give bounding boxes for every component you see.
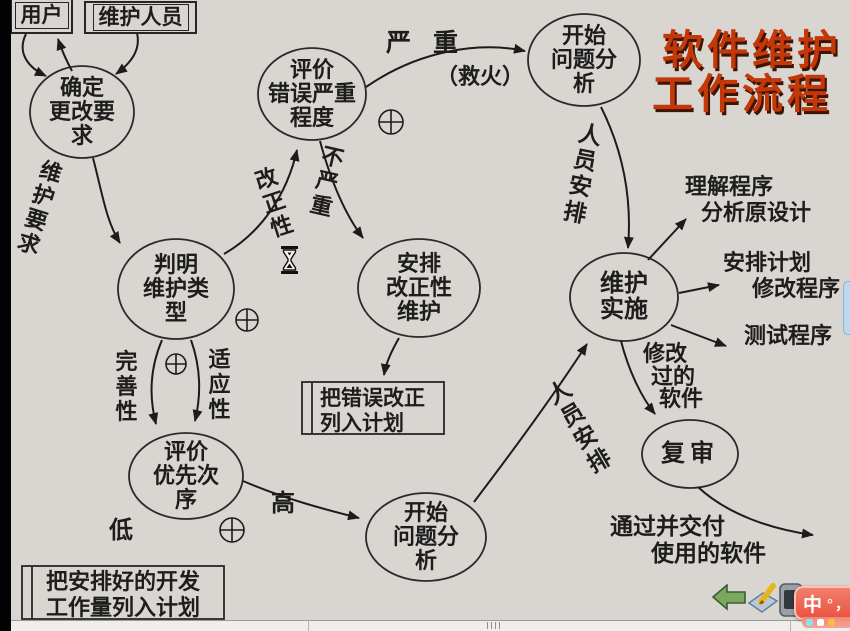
- node-determine-type: 判明 维护类 型: [142, 251, 209, 326]
- card-error-plan: 把错误改正 列入计划: [320, 386, 425, 436]
- edge-label-adaptive: 适应性: [208, 347, 231, 423]
- edge-label-firefight: （救火）: [436, 64, 525, 89]
- node-determine-change: 确定 更改要 求: [48, 74, 115, 149]
- edge-label-not-severe: 不严重: [307, 142, 347, 221]
- slide-title-line1: 软件维护: [662, 27, 842, 73]
- label-modified-sw-line3: 软件: [659, 386, 704, 411]
- status-bar-separator: [790, 620, 791, 631]
- edge-label-perfective: 完善性: [115, 349, 138, 425]
- actor-box-maintainer: 维护人员: [84, 1, 197, 34]
- node-evaluate-severity: 评价 错误严重 程度: [267, 56, 356, 131]
- edge-label-staffing-bottom: 人员安排: [543, 376, 616, 478]
- outcome-understand-line2: 分析原设计: [701, 200, 812, 225]
- status-bar-separator: [308, 620, 309, 631]
- edge-label-severe: 严重: [386, 30, 481, 57]
- actor-maintainer-label: 维护人员: [92, 4, 189, 31]
- node-evaluate-priority: 评价 优先次 序: [152, 438, 219, 513]
- hourglass-cursor-icon: [281, 246, 298, 274]
- outcome-test: 测试程序: [744, 323, 833, 348]
- label-deliver-line1: 通过并交付: [610, 514, 725, 539]
- ime-tool-dot[interactable]: [806, 619, 813, 626]
- edge-label-maintenance-request: 维护要求: [14, 156, 65, 260]
- edge-label-low: 低: [109, 518, 133, 544]
- outcome-plan-line2: 修改程序: [752, 276, 841, 301]
- node-review: 复审: [661, 440, 719, 467]
- node-start-analysis-top: 开始 问题分 析: [550, 22, 617, 97]
- left-black-border: [0, 0, 11, 631]
- outcome-plan-line1: 安排计划: [723, 250, 812, 275]
- resize-grip[interactable]: [487, 622, 501, 629]
- ime-mode-indicator[interactable]: 中: [803, 594, 823, 616]
- card-dev-plan: 把安排好的开发 工作量列入计划: [46, 569, 201, 621]
- back-arrow-icon[interactable]: [711, 583, 748, 618]
- side-tool-handle[interactable]: [843, 281, 850, 335]
- node-implement: 维护 实施: [600, 270, 648, 323]
- ime-status-panel[interactable]: 中 °，: [794, 586, 850, 620]
- ime-mini-toolbar[interactable]: [802, 617, 850, 628]
- bottom-status-bar: [11, 620, 850, 631]
- label-modified-sw-line1: 修改: [643, 341, 688, 366]
- ime-punctuation-indicator[interactable]: °，: [827, 596, 850, 613]
- node-start-analysis-bottom: 开始 问题分 析: [392, 499, 459, 574]
- ime-tool-dot[interactable]: [828, 619, 835, 626]
- label-modified-sw-line2: 过的: [651, 364, 696, 389]
- edge-label-corrective: 改正性: [251, 163, 297, 242]
- slide-title-line2: 工作流程: [652, 71, 832, 117]
- actor-box-user: 用户: [10, 0, 73, 34]
- actor-user-label: 用户: [14, 2, 69, 29]
- edge-label-staffing-top: 人员安排: [561, 120, 604, 228]
- outcome-understand-line1: 理解程序: [685, 174, 774, 199]
- edge-label-high: 高: [271, 491, 295, 517]
- ime-tool-dot[interactable]: [817, 619, 824, 626]
- label-deliver-line2: 使用的软件: [651, 541, 766, 566]
- node-arrange-corrective: 安排 改正性 维护: [385, 250, 452, 325]
- pen-annotate-icon[interactable]: [747, 583, 784, 617]
